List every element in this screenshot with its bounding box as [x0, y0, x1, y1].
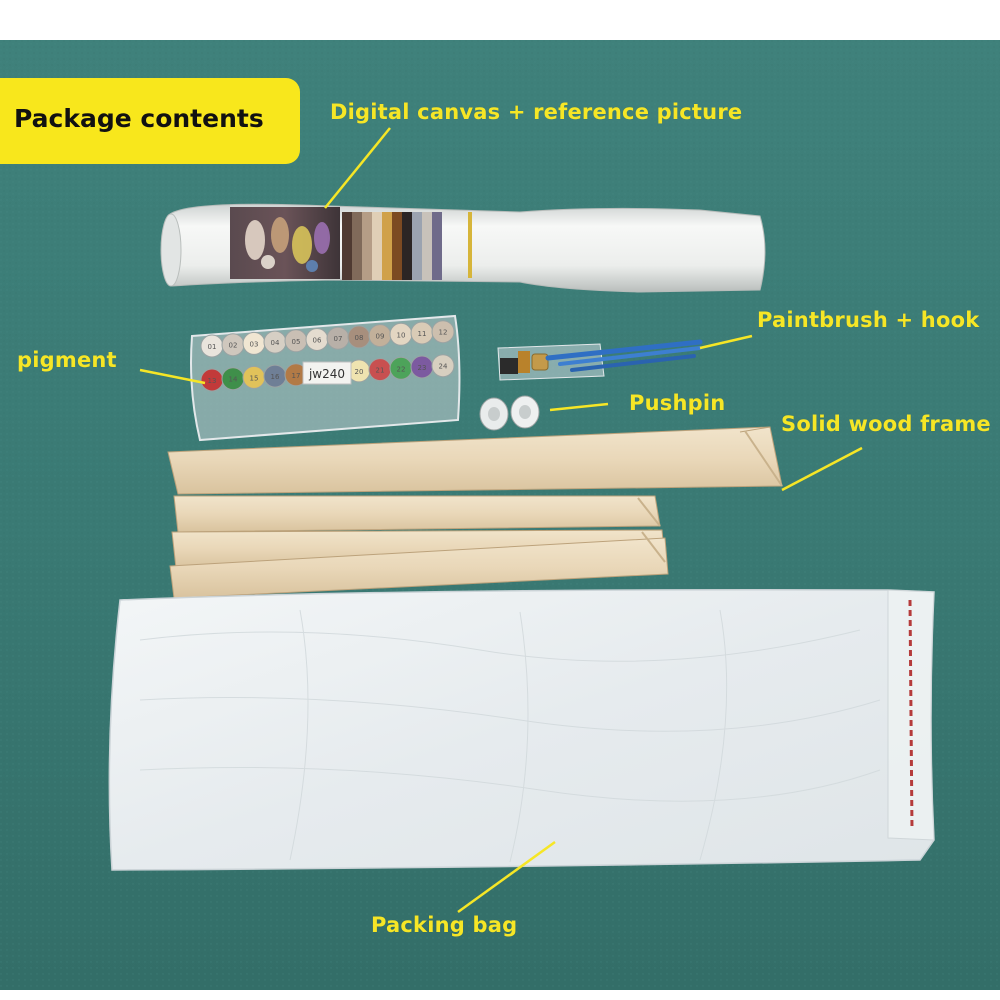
paint-pot-number: 17: [292, 372, 301, 380]
paint-pot-number: 04: [271, 339, 280, 347]
paint-pot-number: 22: [397, 365, 406, 373]
paint-pot-number: 13: [208, 377, 217, 385]
paint-pot-number: 11: [418, 330, 427, 338]
color-swatch-strip: [342, 212, 442, 280]
paint-pot-number: 07: [334, 335, 343, 343]
paint-pot-number: 21: [376, 367, 385, 375]
label-canvas: Digital canvas + reference picture: [330, 100, 743, 124]
paint-pot-number: 12: [439, 329, 448, 337]
page-title: Package contents: [14, 104, 264, 133]
paint-pot-number: 16: [271, 373, 280, 381]
paint-pot: [431, 320, 455, 344]
paint-pot-number: 24: [439, 363, 448, 371]
paint-pot-number: 20: [355, 368, 364, 376]
label-frame: Solid wood frame: [781, 412, 991, 436]
paint-pot: [431, 354, 455, 378]
title-banner: Package contents: [0, 78, 300, 164]
pigment-tag-text: jw240: [308, 367, 345, 381]
label-pushpin: Pushpin: [629, 391, 726, 415]
paint-pot-number: 08: [355, 334, 364, 342]
paint-pot-number: 06: [313, 337, 322, 345]
paint-pot-number: 05: [292, 338, 301, 346]
label-pigment: pigment: [17, 348, 117, 372]
rolled-canvas: [160, 203, 766, 293]
paint-pot-number: 15: [250, 374, 259, 382]
label-brush: Paintbrush + hook: [757, 308, 980, 332]
paint-pot-number: 09: [376, 333, 385, 341]
pushpins: [479, 395, 540, 431]
paint-pot-number: 23: [418, 364, 427, 372]
paintbrush-and-hook: [497, 339, 703, 381]
pigment-bag: 0102030405060708091011121314151617181920…: [190, 314, 461, 442]
paint-pot-number: 01: [208, 343, 217, 351]
callout-lines: [139, 127, 863, 914]
label-bag: Packing bag: [371, 913, 518, 937]
packing-bag: [108, 588, 935, 871]
paint-pot-number: 02: [229, 342, 238, 350]
wood-frame-bars: [167, 426, 783, 599]
paint-pot-number: 14: [229, 376, 238, 384]
paint-pot-number: 10: [397, 331, 406, 339]
paint-pot-number: 03: [250, 340, 259, 348]
